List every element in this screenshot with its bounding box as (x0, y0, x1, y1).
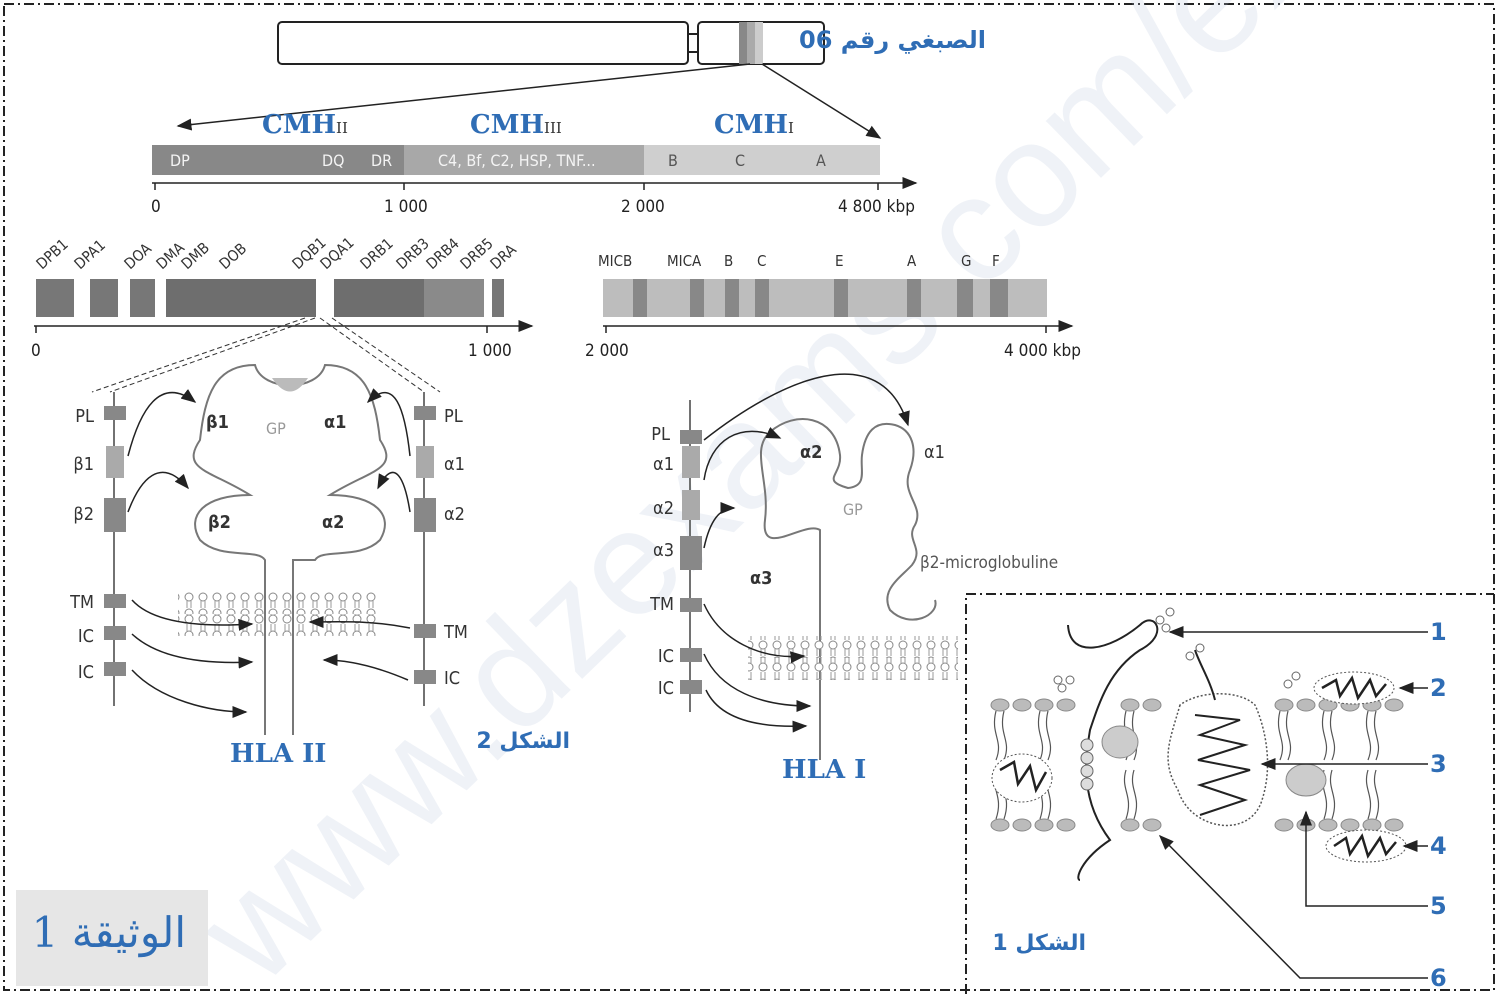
hla1-a3: α3 (653, 540, 674, 561)
svg-text:CMHII: CMHII (262, 110, 348, 140)
cmh-ii-title: CMH (262, 110, 336, 140)
figure1-label: الشكل 1 (992, 931, 1086, 956)
gene-dob: DOB (216, 239, 251, 273)
hla1-tm: TM (649, 594, 674, 615)
cmh-bar-dq: DQ (322, 151, 344, 170)
figure1-callout-2: 2 (1430, 674, 1447, 702)
class1-tick-2000: 2 000 (585, 341, 629, 361)
figure1-callout-6: 6 (1430, 964, 1447, 992)
hla1-membrane-bottom (748, 658, 958, 680)
gene-drb5: DRB5 (457, 234, 497, 273)
hla2-right-ic: IC (444, 668, 460, 689)
class1-bar (603, 279, 1047, 317)
hla1-domain-a1: α1 (924, 442, 945, 463)
cmh-ii-class: II (336, 119, 348, 137)
hla2-left-b1: β1 (73, 454, 94, 475)
hla2-domain-b2: β2 (208, 512, 231, 533)
hla1-b2-microglobuline: β2-microglobuline (920, 553, 1058, 573)
hla1-a2: α2 (653, 498, 674, 519)
class1-tick-4000: 4 000 kbp (1004, 341, 1081, 361)
cmh-bar-dp: DP (170, 151, 190, 170)
hla2-domain-b1: β1 (206, 412, 229, 433)
hla2-left-pl: PL (75, 406, 94, 427)
figure1-callout-3: 3 (1430, 750, 1447, 778)
hla2-right-tm: TM (443, 622, 468, 643)
hla2-domain-a1: α1 (324, 412, 346, 433)
gene-doa: DOA (121, 239, 156, 273)
hla2-left-ic2: IC (78, 662, 94, 683)
gene-dmb: DMB (178, 239, 213, 273)
hla2-title: HLA II (230, 739, 326, 769)
hla2-domain-gp: GP (266, 419, 286, 438)
cmh-i-title: CMH (714, 110, 788, 140)
class2-gene-labels: DPB1 DPA1 DOA DMA DMB DOB DQB1 DQA1 DRB1… (33, 234, 521, 273)
cmh-tick-2000: 2 000 (621, 197, 665, 217)
hla2-left-b2: β2 (73, 504, 94, 525)
hla2-membrane-top (178, 592, 378, 614)
figure1-membrane (990, 608, 1410, 880)
gene-micb: MICB (598, 252, 632, 270)
hla1-title: HLA I (782, 755, 866, 785)
chromosome-06 (278, 22, 824, 64)
document-label: الوثيقة 1 (32, 908, 186, 957)
document-label-box: الوثيقة 1 (16, 890, 208, 986)
figure1-callout-4: 4 (1430, 832, 1447, 860)
gene-a: A (907, 252, 917, 270)
hla2-right-a1: α1 (444, 454, 465, 475)
cmh-iii-class: III (544, 119, 562, 137)
gene-c: C (757, 252, 766, 270)
cmh-tick-4800: 4 800 kbp (838, 197, 915, 217)
gene-dpa1: DPA1 (71, 236, 109, 273)
cmh-iii-title: CMH (470, 110, 544, 140)
figure1-callout-5: 5 (1430, 892, 1447, 920)
class2-bar (36, 279, 504, 317)
hla2-domain-a2: α2 (322, 512, 344, 533)
gene-drb3: DRB3 (393, 234, 433, 273)
cmh-bar-b: B (668, 151, 678, 170)
gene-b: B (724, 252, 733, 270)
gene-e: E (835, 252, 844, 270)
cmh-bar-c: C (735, 151, 745, 170)
class2-tick-1000: 1 000 (468, 341, 512, 361)
gene-dpb1: DPB1 (33, 235, 72, 273)
gene-drb4: DRB4 (423, 234, 463, 273)
svg-text:CMHIII: CMHIII (470, 110, 562, 140)
hla1-domain-a3: α3 (750, 568, 772, 589)
cmh-bar-dr: DR (371, 151, 392, 170)
hla2-left-tm: TM (69, 592, 94, 613)
gene-drb1: DRB1 (357, 234, 397, 273)
cmh-tick-1000: 1 000 (384, 197, 428, 217)
figure1-callout-1: 1 (1430, 618, 1447, 646)
gene-g: G (961, 252, 971, 270)
figure2-label: الشكل 2 (476, 729, 570, 754)
hla1-domain-a2: α2 (800, 442, 822, 463)
cmh-i-class: I (788, 119, 794, 137)
gene-mica: MICA (667, 252, 702, 270)
cmh-tick-0: 0 (151, 197, 161, 217)
hla1-a1: α1 (653, 454, 674, 475)
hla2-left-ic1: IC (78, 626, 94, 647)
hla1-ic2: IC (658, 678, 674, 699)
hla1-ic1: IC (658, 646, 674, 667)
class2-tick-0: 0 (31, 341, 41, 361)
svg-text:CMHI: CMHI (714, 110, 794, 140)
hla1-pl: PL (651, 424, 670, 445)
hla2-right-pl: PL (444, 406, 463, 427)
gene-f: F (992, 252, 1000, 270)
cmh-bar-a: A (816, 151, 826, 170)
hla2-right-a2: α2 (444, 504, 465, 525)
hla1-domain-gp: GP (843, 500, 863, 519)
hla1-membrane-top (748, 636, 958, 658)
chromosome-label: الصبغي رقم 06 (799, 26, 986, 54)
cmh-bar-class3: C4, Bf, C2, HSP, TNF... (438, 151, 596, 170)
